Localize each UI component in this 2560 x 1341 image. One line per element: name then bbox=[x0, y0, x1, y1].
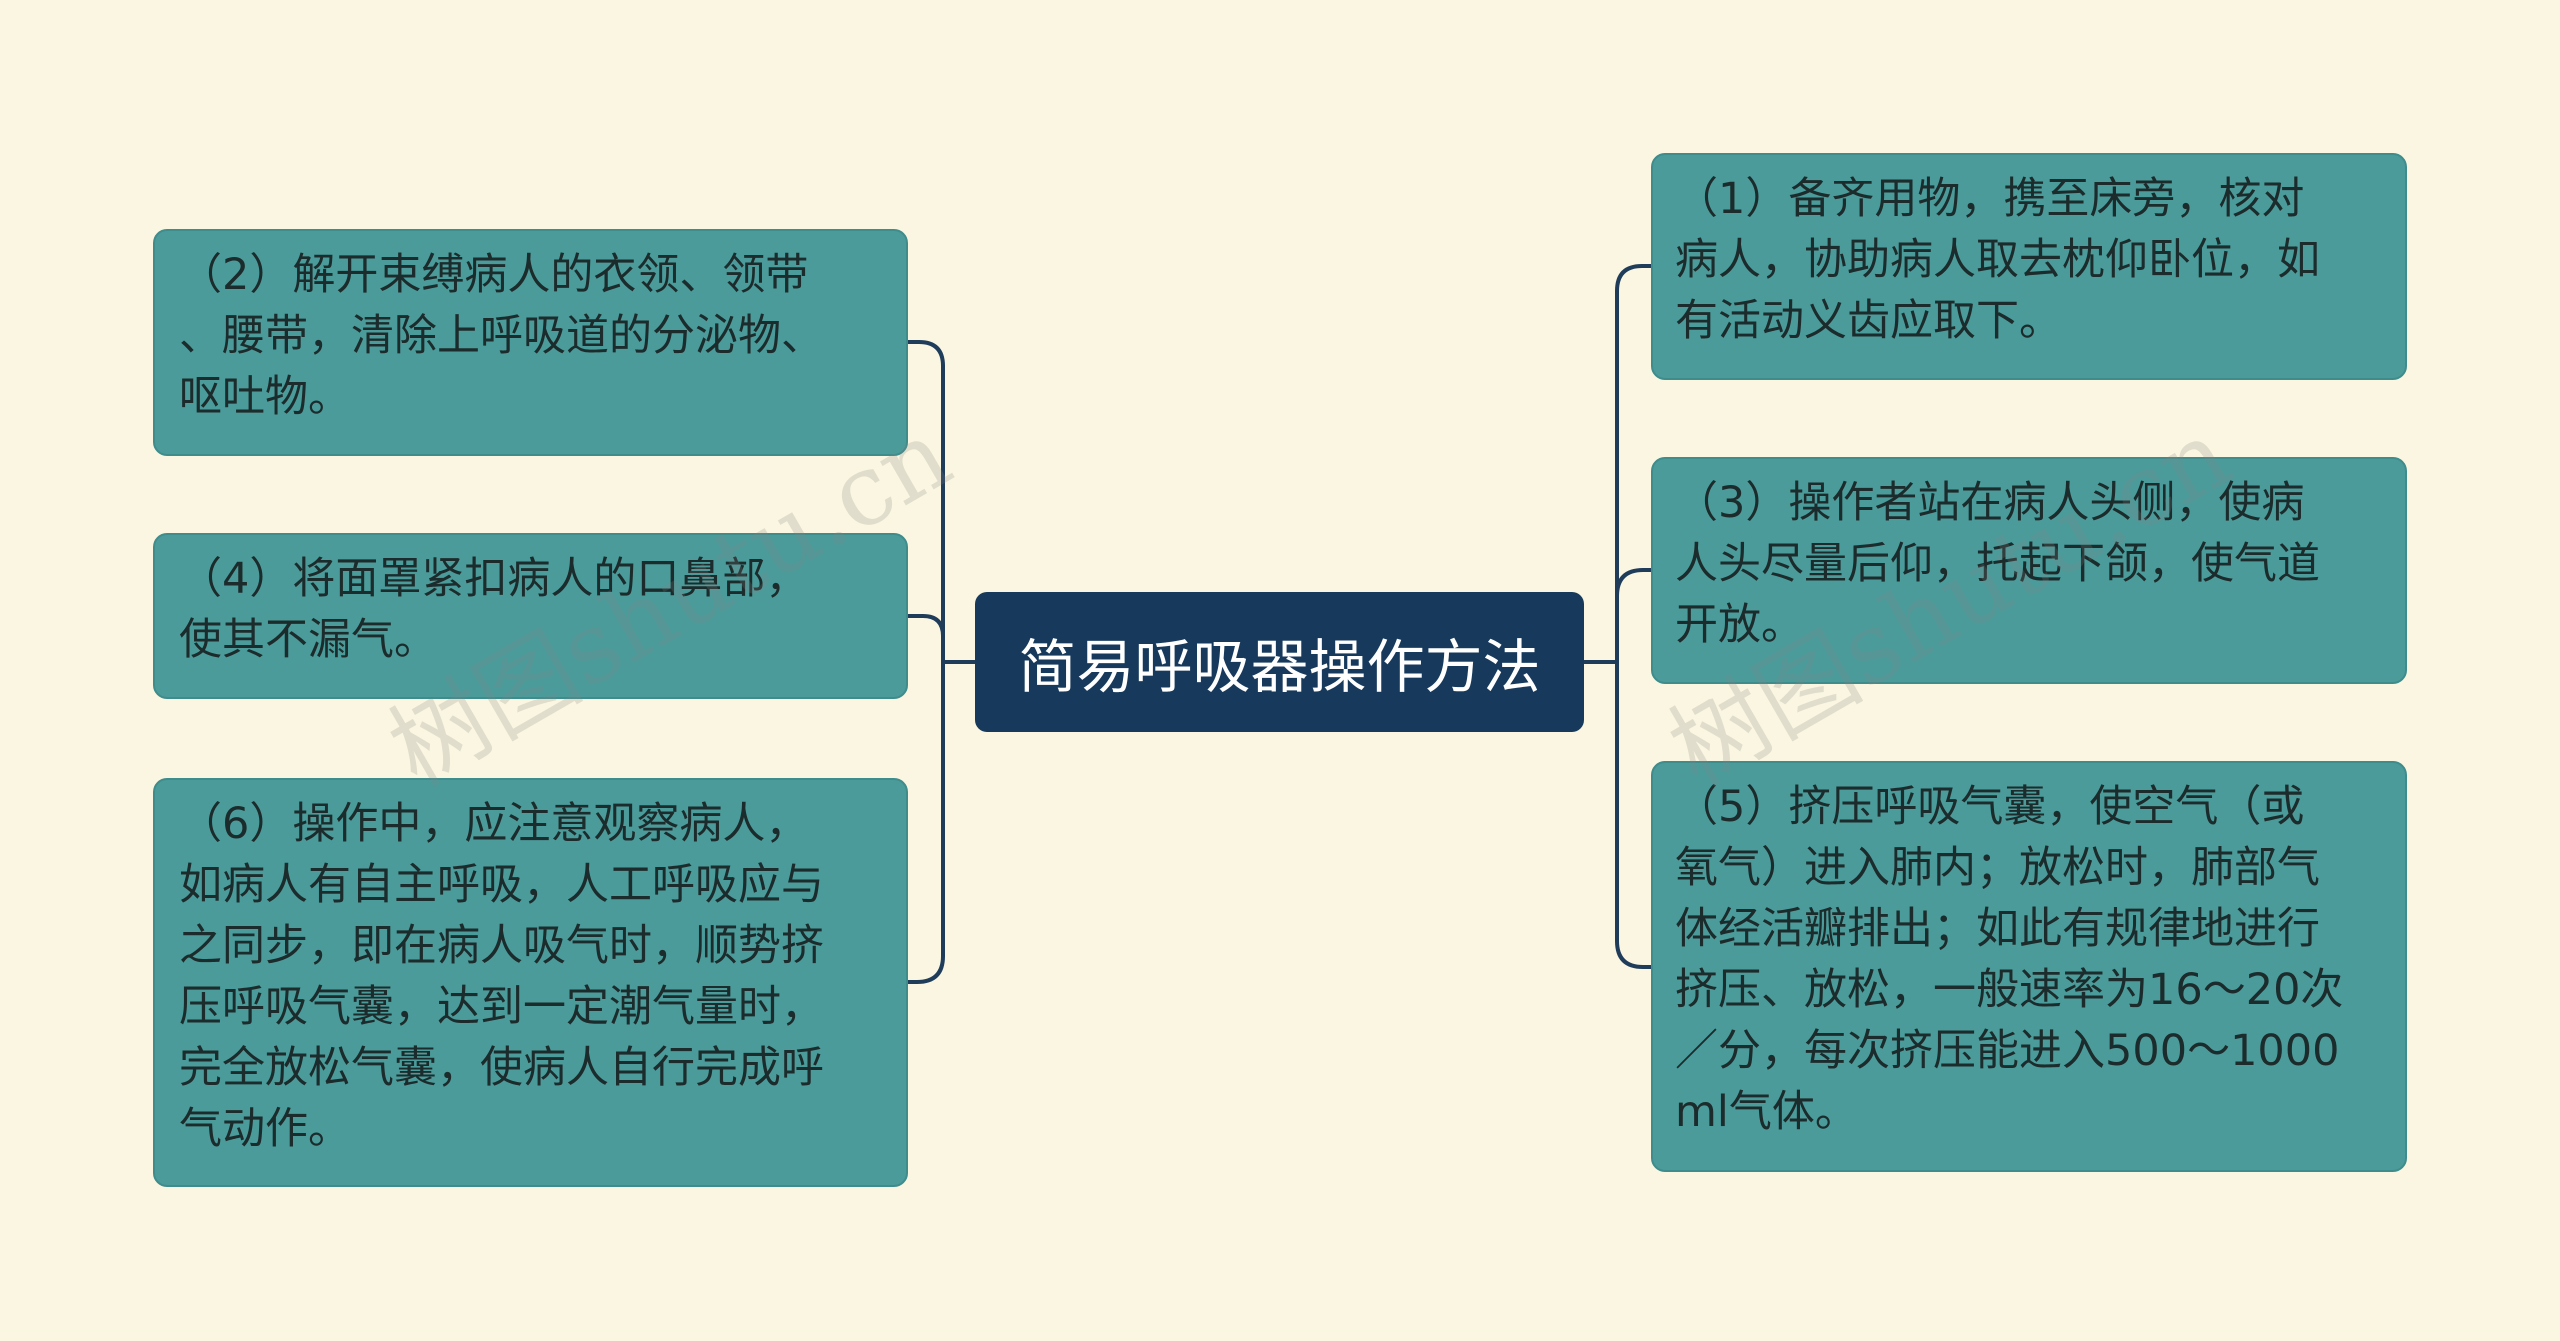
connector-node-4 bbox=[906, 614, 945, 638]
topic-step-3-text: （3）操作者站在病人头侧，使病 人头尽量后仰，托起下颌，使气道 开放。 bbox=[1675, 478, 2320, 650]
topic-step-4[interactable]: （4）将面罩紧扣病人的口鼻部， 使其不漏气。 bbox=[153, 533, 908, 699]
topic-step-1[interactable]: （1）备齐用物，携至床旁，核对 病人，协助病人取去枕仰卧位，如 有活动义齿应取下… bbox=[1651, 153, 2407, 380]
connector-node-3 bbox=[1615, 568, 1653, 598]
topic-step-5[interactable]: （5）挤压呼吸气囊，使空气（或 氧气）进入肺内；放松时，肺部气 体经活瓣排出；如… bbox=[1651, 761, 2407, 1172]
connector-node-2 bbox=[906, 340, 945, 368]
topic-step-1-text: （1）备齐用物，携至床旁，核对 病人，协助病人取去枕仰卧位，如 有活动义齿应取下… bbox=[1675, 174, 2320, 346]
connector-node-6 bbox=[906, 954, 945, 984]
topic-step-2[interactable]: （2）解开束缚病人的衣领、领带 、腰带，清除上呼吸道的分泌物、 呕吐物。 bbox=[153, 229, 908, 456]
topic-step-6[interactable]: （6）操作中，应注意观察病人， 如病人有自主呼吸，人工呼吸应与 之同步，即在病人… bbox=[153, 778, 908, 1187]
topic-step-4-text: （4）将面罩紧扣病人的口鼻部， 使其不漏气。 bbox=[179, 554, 809, 665]
topic-step-2-text: （2）解开束缚病人的衣领、领带 、腰带，清除上呼吸道的分泌物、 呕吐物。 bbox=[179, 250, 824, 422]
topic-step-6-text: （6）操作中，应注意观察病人， 如病人有自主呼吸，人工呼吸应与 之同步，即在病人… bbox=[179, 799, 824, 1154]
root-topic[interactable]: 简易呼吸器操作方法 bbox=[975, 592, 1584, 732]
connector-node-1 bbox=[1615, 264, 1653, 293]
root-topic-label: 简易呼吸器操作方法 bbox=[1018, 633, 1541, 701]
topic-step-3[interactable]: （3）操作者站在病人头侧，使病 人头尽量后仰，托起下颌，使气道 开放。 bbox=[1651, 457, 2407, 684]
connector-node-5 bbox=[1615, 939, 1653, 969]
topic-step-5-text: （5）挤压呼吸气囊，使空气（或 氧气）进入肺内；放松时，肺部气 体经活瓣排出；如… bbox=[1675, 782, 2344, 1137]
